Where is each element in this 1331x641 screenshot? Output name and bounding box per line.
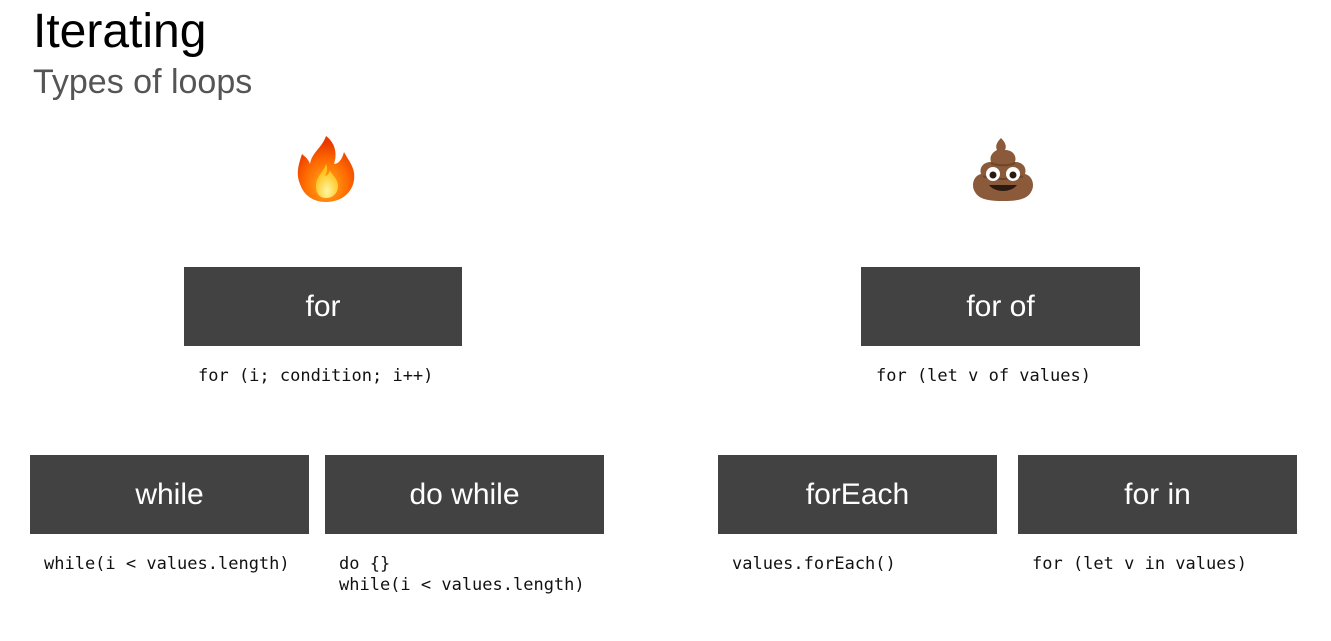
fire-icon [297, 136, 355, 202]
do-while-loop-code-line2: while(i < values.length) [339, 575, 585, 595]
while-loop-label: while [135, 477, 204, 511]
for-loop-box: for [184, 267, 462, 346]
for-in-loop-box: for in [1018, 455, 1297, 534]
for-of-loop-label: for of [966, 289, 1035, 323]
for-in-loop-label: for in [1124, 477, 1191, 511]
do-while-loop-box: do while [325, 455, 604, 534]
for-loop-label: for [305, 289, 341, 323]
for-each-loop-label: forEach [805, 477, 910, 511]
for-each-loop-code: values.forEach() [732, 554, 896, 574]
for-in-loop-code: for (let v in values) [1032, 554, 1247, 574]
page-title: Iterating [33, 5, 207, 58]
for-of-loop-box: for of [861, 267, 1140, 346]
pile-of-poo-icon [973, 138, 1033, 201]
do-while-loop-code-line1: do {} [339, 554, 391, 574]
while-loop-box: while [30, 455, 309, 534]
while-loop-code: while(i < values.length) [44, 554, 290, 574]
do-while-loop-label: do while [409, 477, 520, 511]
for-each-loop-box: forEach [718, 455, 997, 534]
page-subtitle: Types of loops [33, 63, 253, 101]
for-of-loop-code: for (let v of values) [876, 366, 1091, 386]
for-loop-code: for (i; condition; i++) [198, 366, 434, 386]
